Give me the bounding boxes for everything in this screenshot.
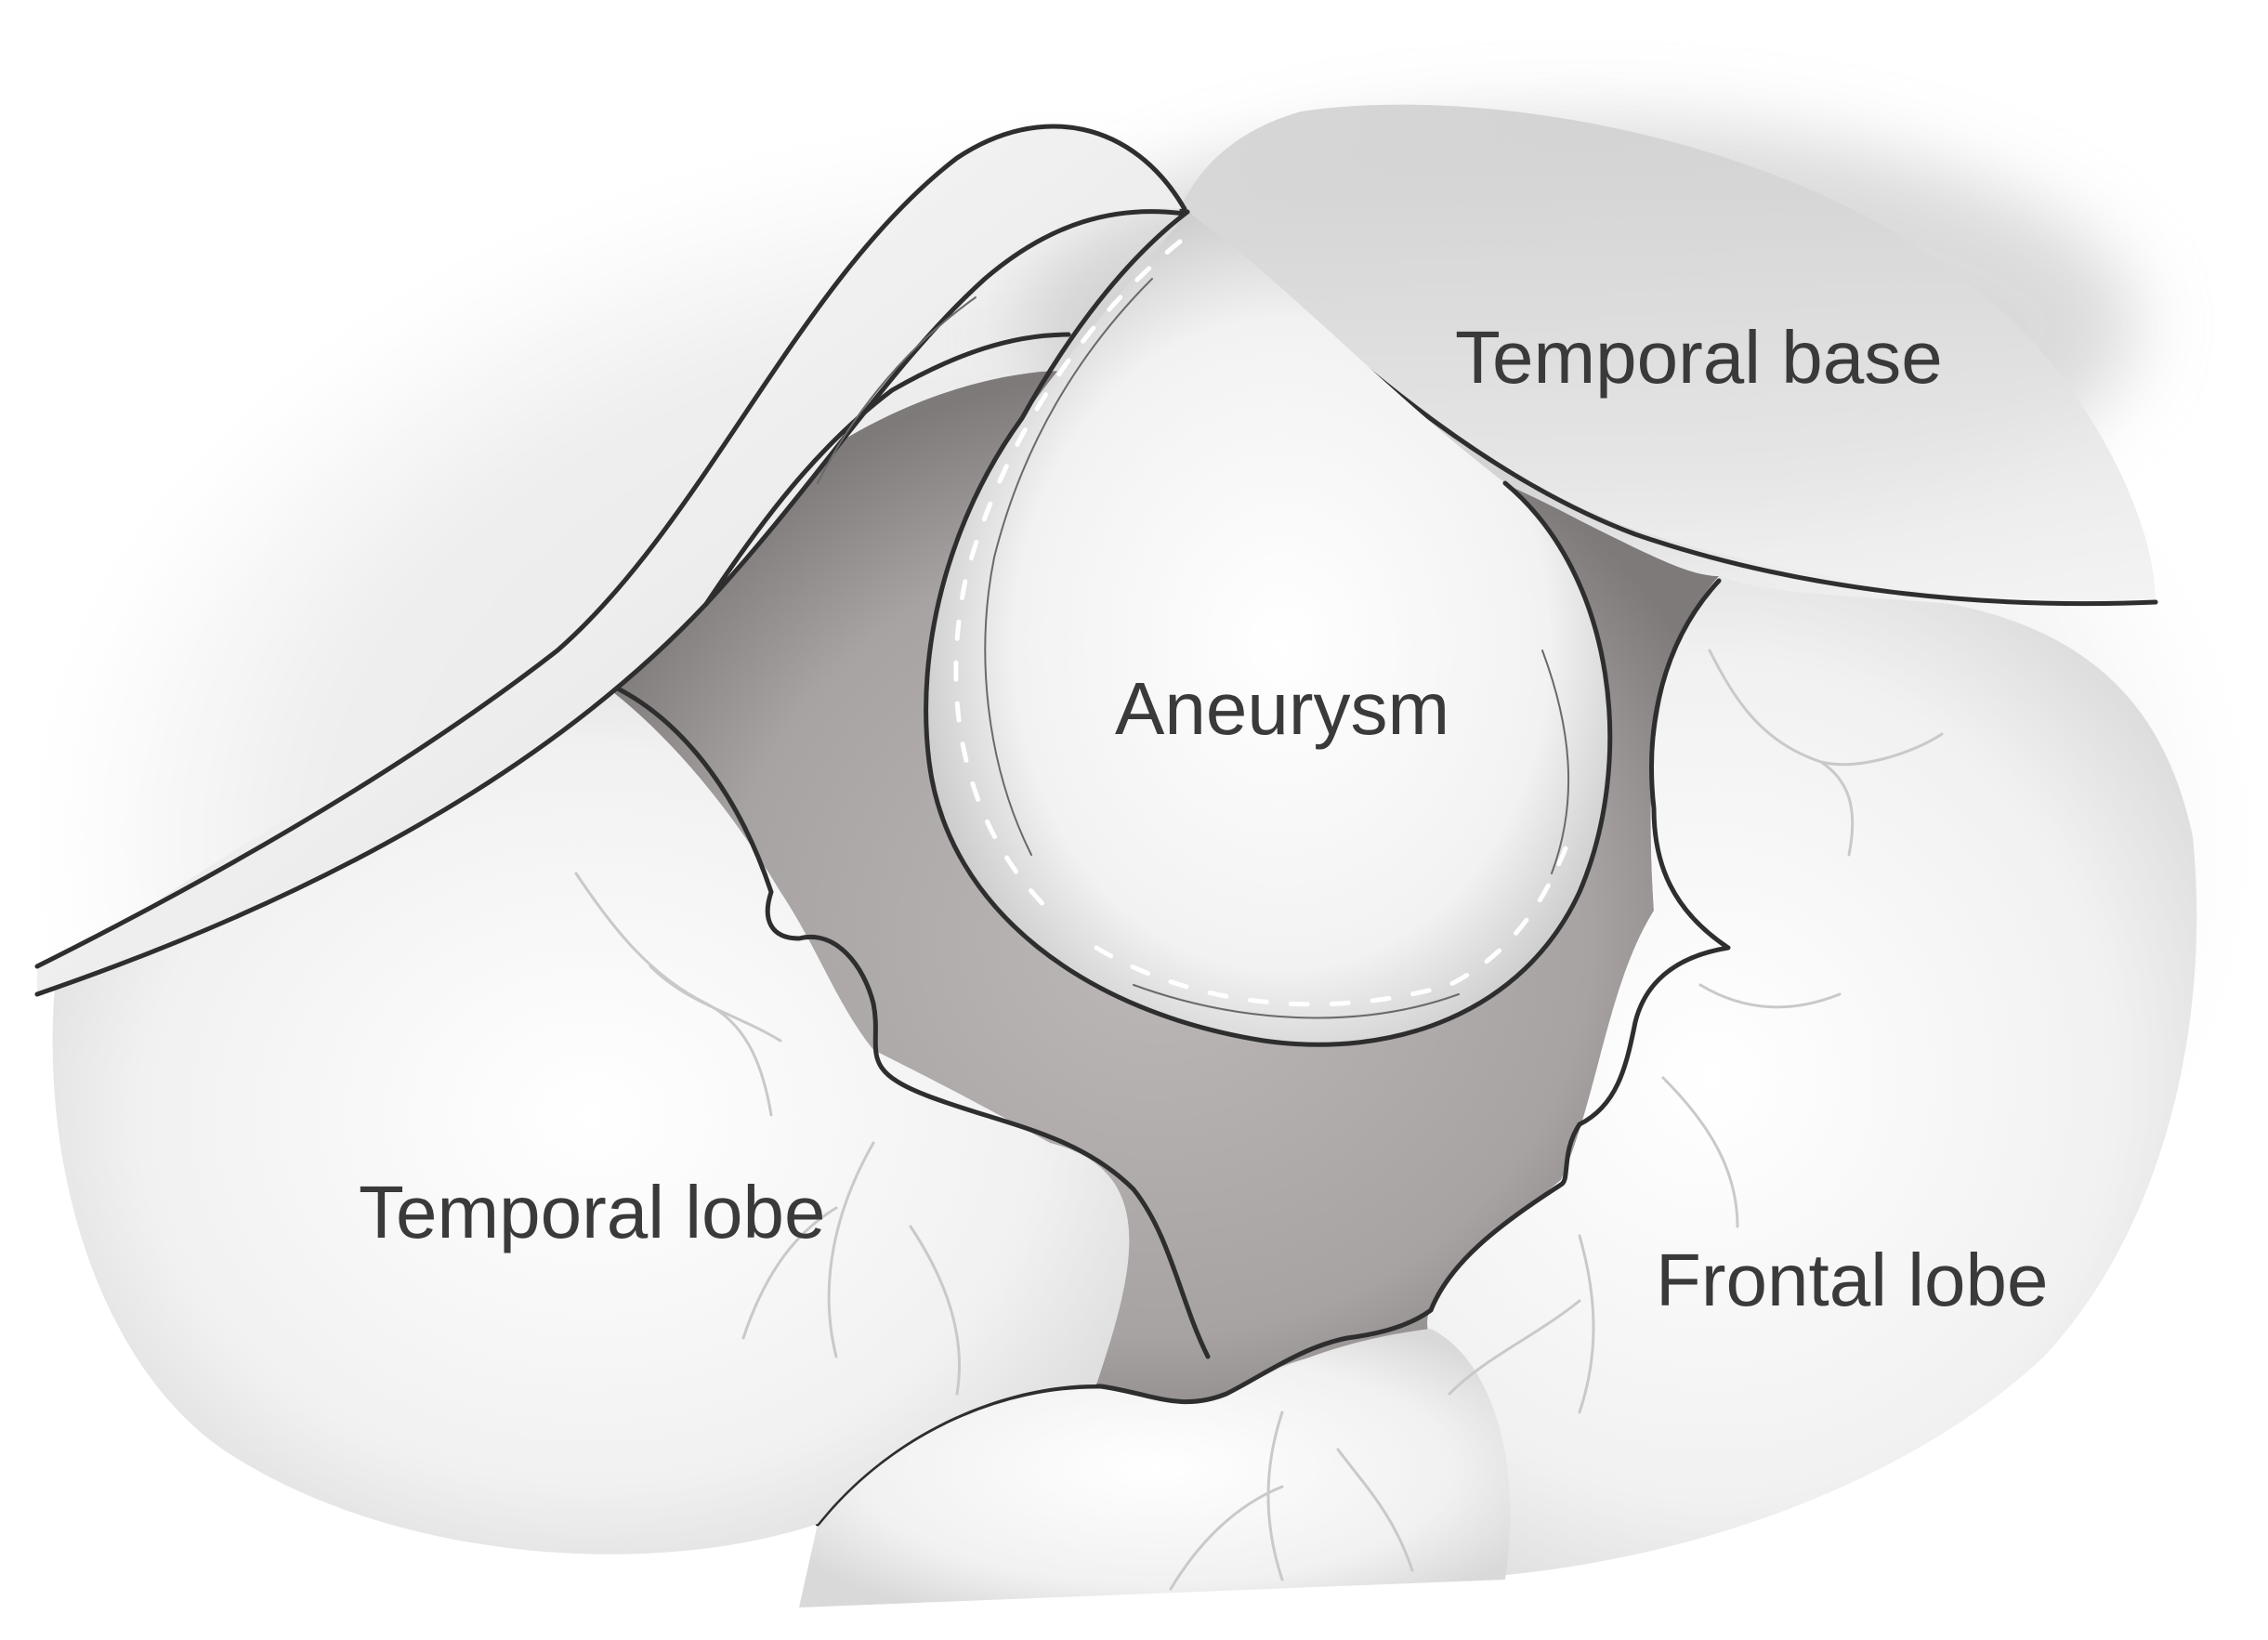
temporal-lobe-vessels: [574, 872, 961, 1396]
aneurysm-wall-sheen-left: [953, 239, 1183, 923]
inferior-gyrus-edge: [815, 1307, 1434, 1527]
frontal-lobe-vessels: [1448, 649, 1944, 1414]
inferior-gyrus-tissue: [799, 1329, 1511, 1607]
temporal-lobe-edge: [592, 676, 1211, 1359]
dura-shading-line: [817, 296, 977, 484]
label-aneurysm: Aneurysm: [1115, 667, 1449, 750]
aneurysm-wall-sheen-bottom: [1094, 833, 1573, 1007]
label-frontal-lobe: Frontal lobe: [1656, 1239, 2048, 1321]
retracted-dura-lower-edge: [34, 209, 1187, 997]
frontal-lobe-edge: [1428, 578, 1731, 1313]
label-temporal-lobe: Temporal lobe: [359, 1171, 826, 1253]
inferior-gyrus-vessels: [1169, 1410, 1414, 1591]
aneurysm-wall-thin-3: [1133, 984, 1460, 1019]
aneurysm-wall-thin-1: [984, 278, 1153, 856]
temporal-lobe-tissue: [52, 678, 1130, 1555]
aneurysm-sac-outline: [924, 209, 1613, 1047]
aneurysm-sac: [925, 212, 1610, 1045]
dura-inner-fold: [703, 332, 1071, 607]
aneurysm-wall-thin-2: [1541, 649, 1570, 874]
retracted-dura: [37, 125, 1185, 995]
temporal-base-tissue: [1180, 104, 2156, 603]
frontal-lobe-tissue: [1226, 576, 2197, 1580]
retracted-dura-upper-edge: [34, 124, 1187, 969]
label-temporal-base: Temporal base: [1455, 316, 1943, 399]
